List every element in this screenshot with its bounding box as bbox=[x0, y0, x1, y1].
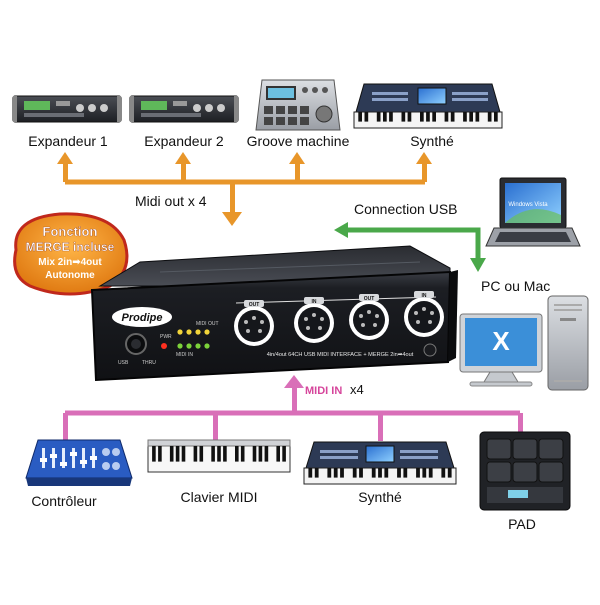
midi-in-count: x4 bbox=[350, 382, 364, 397]
usb-wiring bbox=[334, 222, 486, 272]
desktop-monitor-icon bbox=[459, 313, 543, 387]
power-led-text: PWR bbox=[160, 334, 172, 340]
laptop-screen-text: Windows Vista bbox=[508, 202, 548, 208]
badge-title: Fonction bbox=[43, 224, 98, 239]
computer-label: PC ou Mac bbox=[481, 278, 551, 294]
device-label-pad: PAD bbox=[508, 516, 536, 532]
midi-in-leds-text: MIDI IN bbox=[176, 352, 193, 358]
device-label-synth-bottom: Synthé bbox=[358, 489, 402, 505]
midi-port bbox=[294, 303, 334, 343]
midi-out-leds-text: MIDI OUT bbox=[196, 321, 219, 327]
mac-tower-icon bbox=[547, 295, 589, 391]
midi-port bbox=[349, 300, 389, 340]
device-label-synth-top: Synthé bbox=[410, 133, 454, 149]
thru-text: THRU bbox=[142, 360, 156, 366]
port-label: IN bbox=[422, 293, 427, 299]
badge-subtitle: MERGE incluse bbox=[26, 240, 115, 254]
midi-port bbox=[234, 306, 274, 346]
prodipe-midi-interface bbox=[90, 245, 458, 382]
midi-port bbox=[404, 297, 444, 337]
midi-in-label: MIDI IN bbox=[305, 385, 342, 397]
rack-expander-icon bbox=[129, 95, 239, 123]
brand-logo-text: Prodipe bbox=[122, 312, 163, 324]
usb-connection-label: Connection USB bbox=[354, 201, 458, 217]
usb-port-text: USB bbox=[118, 360, 129, 366]
midi-in-wiring bbox=[63, 375, 523, 441]
synth-keyboard-icon bbox=[303, 441, 457, 485]
badge-mix-text: Mix 2in➡4out bbox=[38, 257, 102, 268]
midi-out-wiring bbox=[57, 152, 432, 226]
device-label-midi-keyboard: Clavier MIDI bbox=[180, 489, 258, 505]
port-label: OUT bbox=[249, 302, 260, 308]
device-label-groove-machine: Groove machine bbox=[246, 133, 350, 149]
device-label-expander-1: Expandeur 1 bbox=[28, 133, 108, 149]
mac-os-logo: X bbox=[492, 326, 510, 356]
laptop-icon bbox=[485, 177, 581, 247]
synth-keyboard-icon bbox=[353, 83, 503, 129]
port-label: IN bbox=[312, 299, 317, 305]
device-label-controller: Contrôleur bbox=[31, 493, 97, 509]
groove-machine-icon bbox=[255, 79, 341, 131]
drum-pad-icon bbox=[479, 431, 571, 511]
device-label-expander-2: Expandeur 2 bbox=[144, 133, 224, 149]
badge-standalone-text: Autonome bbox=[45, 270, 95, 281]
midi-out-count-label: Midi out x 4 bbox=[135, 193, 207, 209]
port-label: OUT bbox=[364, 296, 375, 302]
merge-feature-badge bbox=[13, 212, 129, 296]
mixer-controller-icon bbox=[25, 439, 133, 486]
rack-expander-icon bbox=[12, 95, 122, 123]
interface-caption: 4in/4out 64CH USB MIDI INTERFACE + MERGE… bbox=[267, 352, 414, 358]
midi-keyboard-icon bbox=[147, 439, 291, 473]
